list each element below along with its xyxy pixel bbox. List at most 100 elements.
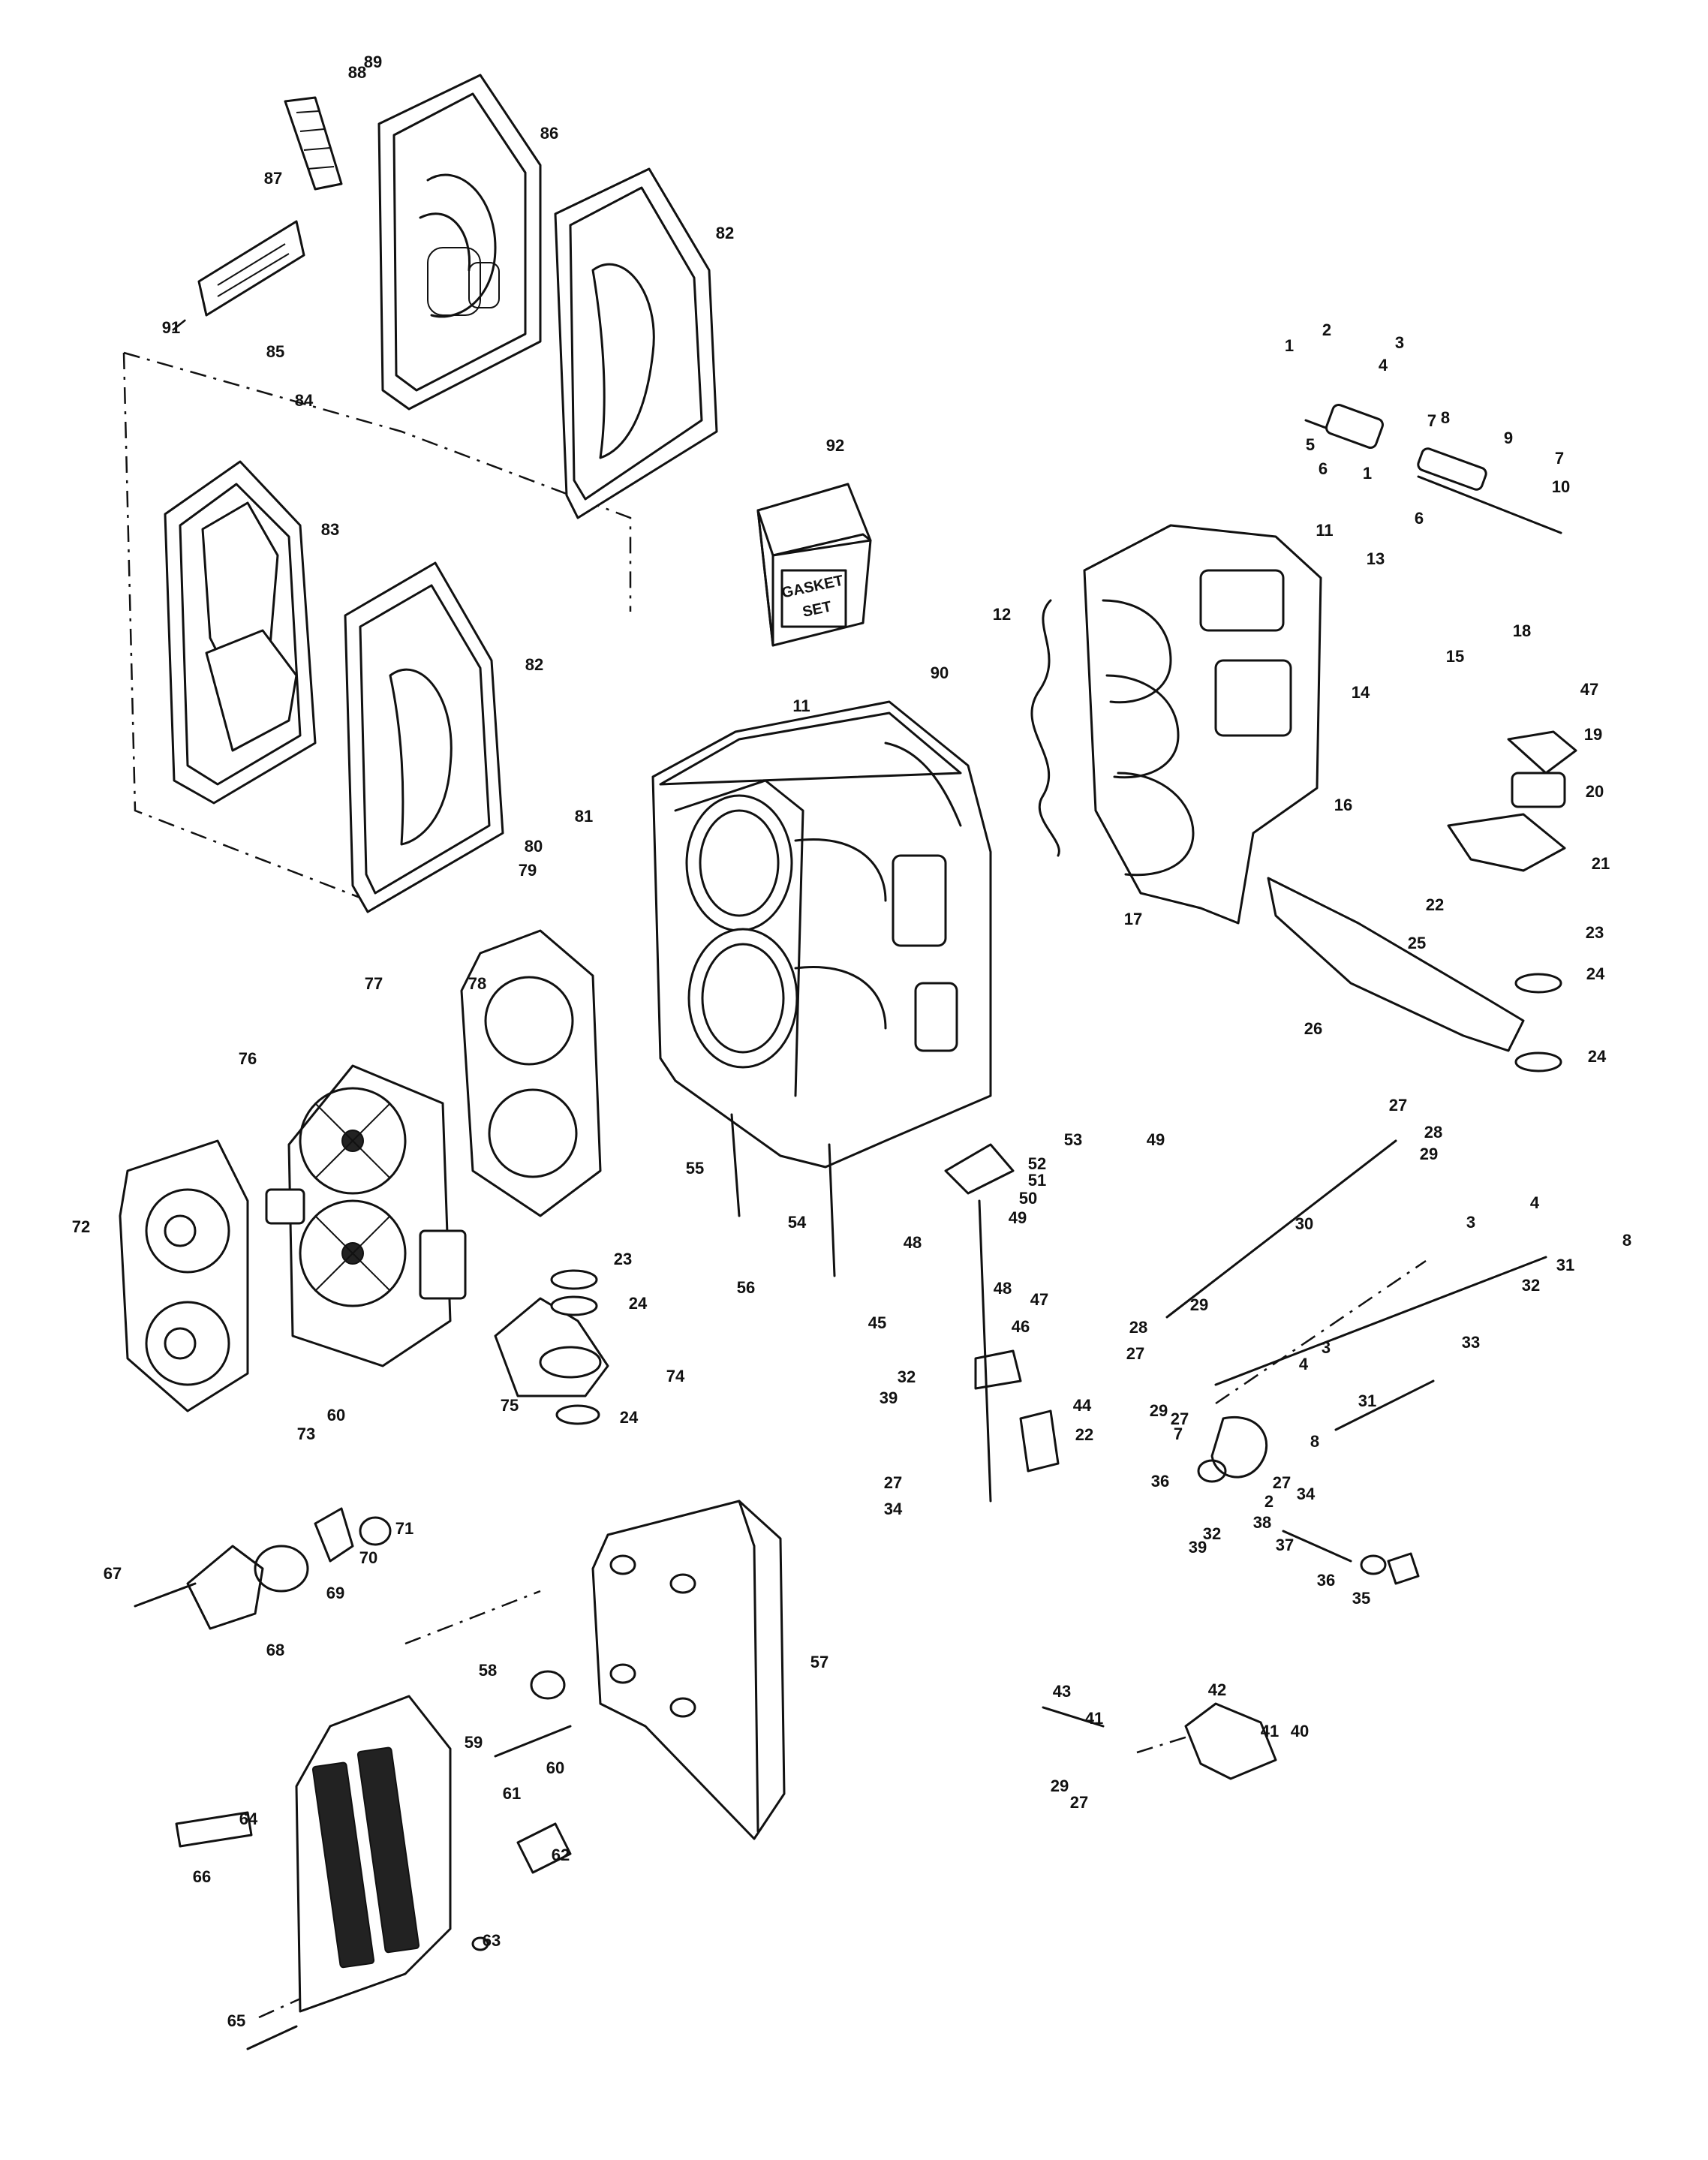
decals <box>197 96 343 317</box>
part-callout: 27 <box>1126 1344 1144 1363</box>
lower-mount-bracket <box>494 1269 609 1425</box>
part-callout: 80 <box>525 837 543 856</box>
part-callout: 5 <box>1306 435 1315 454</box>
exhaust-inner-cover <box>164 460 317 805</box>
part-callout: 36 <box>1151 1472 1169 1491</box>
part-callout: 92 <box>826 436 844 455</box>
part-callout: 39 <box>1189 1538 1207 1557</box>
part-callout: 49 <box>1009 1208 1027 1227</box>
part-callout: 69 <box>326 1584 344 1602</box>
part-callout: 14 <box>1352 683 1370 702</box>
part-callout: 48 <box>994 1279 1012 1298</box>
part-callout: 27 <box>884 1473 902 1492</box>
part-callout: 72 <box>72 1217 90 1236</box>
part-callout: 75 <box>501 1396 519 1415</box>
part-callout: 7 <box>1174 1424 1183 1443</box>
part-callout: 20 <box>1586 782 1604 801</box>
part-callout: 51 <box>1028 1171 1046 1190</box>
part-callout: 24 <box>1586 964 1605 983</box>
part-callout: 12 <box>993 605 1011 624</box>
part-callout: 33 <box>1462 1333 1480 1352</box>
gasket-set-box: GASKET SET <box>756 483 872 647</box>
part-callout: 90 <box>931 663 949 682</box>
part-callout: 17 <box>1124 910 1142 928</box>
part-callout: 58 <box>479 1661 497 1680</box>
part-callout: 64 <box>239 1810 258 1828</box>
part-callout: 21 <box>1592 854 1610 873</box>
part-callout: 23 <box>1586 923 1604 942</box>
part-callout: 44 <box>1073 1396 1092 1415</box>
part-callout: 35 <box>1352 1589 1370 1608</box>
part-callout: 79 <box>519 861 537 880</box>
part-callout: 24 <box>629 1294 648 1313</box>
part-callout: 78 <box>468 974 486 993</box>
part-callout: 1 <box>1363 464 1372 483</box>
thermostat-housing-group <box>134 1507 392 1630</box>
part-callout: 74 <box>666 1367 685 1385</box>
part-callout: 29 <box>1420 1145 1438 1163</box>
part-callout: 32 <box>898 1367 916 1386</box>
part-callout: 50 <box>1019 1189 1037 1208</box>
part-callout: 4 <box>1299 1355 1309 1373</box>
part-callout: 29 <box>1190 1295 1208 1314</box>
part-callout: 3 <box>1322 1338 1331 1357</box>
part-callout: 86 <box>540 124 558 143</box>
part-callout: 28 <box>1129 1318 1147 1337</box>
part-callout: 87 <box>264 169 282 188</box>
part-callout: 27 <box>1389 1096 1407 1115</box>
part-callout: 62 <box>552 1846 570 1864</box>
part-callout: 16 <box>1334 796 1352 814</box>
exhaust-gasket-upper <box>554 167 718 519</box>
part-callout: 52 <box>1028 1154 1046 1173</box>
part-callout: 42 <box>1208 1680 1226 1699</box>
part-callout: 7 <box>1427 411 1436 430</box>
part-callout: 30 <box>1295 1214 1313 1233</box>
part-callout: 41 <box>1085 1709 1103 1728</box>
part-callout: 24 <box>1588 1047 1607 1066</box>
part-callout: 57 <box>810 1653 828 1671</box>
part-callout: 63 <box>483 1931 501 1950</box>
part-callout: 15 <box>1446 647 1464 666</box>
part-callout: 26 <box>1304 1019 1322 1038</box>
part-callout: 29 <box>1051 1776 1069 1795</box>
part-callout: 8 <box>1310 1432 1319 1451</box>
part-callout: 66 <box>193 1867 211 1886</box>
part-callout: 27 <box>1273 1473 1291 1492</box>
cylinder-block <box>651 700 992 1277</box>
part-callout: 32 <box>1522 1276 1540 1295</box>
part-callout: 37 <box>1276 1536 1294 1554</box>
part-callout: 36 <box>1317 1571 1335 1590</box>
part-callout: 41 <box>1261 1722 1279 1740</box>
part-callout: 11 <box>792 696 810 715</box>
part-callout: 27 <box>1070 1793 1088 1812</box>
part-callout: 84 <box>295 391 314 410</box>
part-callout: 34 <box>1297 1485 1316 1503</box>
part-callout: 22 <box>1426 895 1444 914</box>
part-callout: 71 <box>395 1519 413 1538</box>
part-callout: 24 <box>620 1408 639 1427</box>
part-callout: 27 <box>1171 1409 1189 1428</box>
part-callout: 88 <box>348 63 366 82</box>
part-callout: 76 <box>239 1049 257 1068</box>
part-callout: 7 <box>1555 449 1564 468</box>
part-callout: 6 <box>1415 509 1424 528</box>
part-callout: 34 <box>884 1500 903 1518</box>
part-callout: 28 <box>1424 1123 1442 1142</box>
part-callout: 82 <box>525 655 543 674</box>
part-callout: 47 <box>1580 680 1598 699</box>
side-cover-plate <box>494 1500 786 1874</box>
grille-cover <box>175 1695 489 2050</box>
part-callout: 89 <box>364 53 382 71</box>
part-callout: 77 <box>365 974 383 993</box>
part-callout: 25 <box>1408 934 1426 952</box>
part-callout: 83 <box>321 520 339 539</box>
part-callout: 31 <box>1358 1391 1376 1410</box>
part-callout: 8 <box>1441 408 1450 427</box>
part-callout: 3 <box>1466 1213 1475 1232</box>
part-callout: 18 <box>1513 621 1531 640</box>
part-callout: 85 <box>266 342 284 361</box>
part-callout: 59 <box>465 1733 483 1752</box>
part-callout: 47 <box>1030 1290 1048 1309</box>
